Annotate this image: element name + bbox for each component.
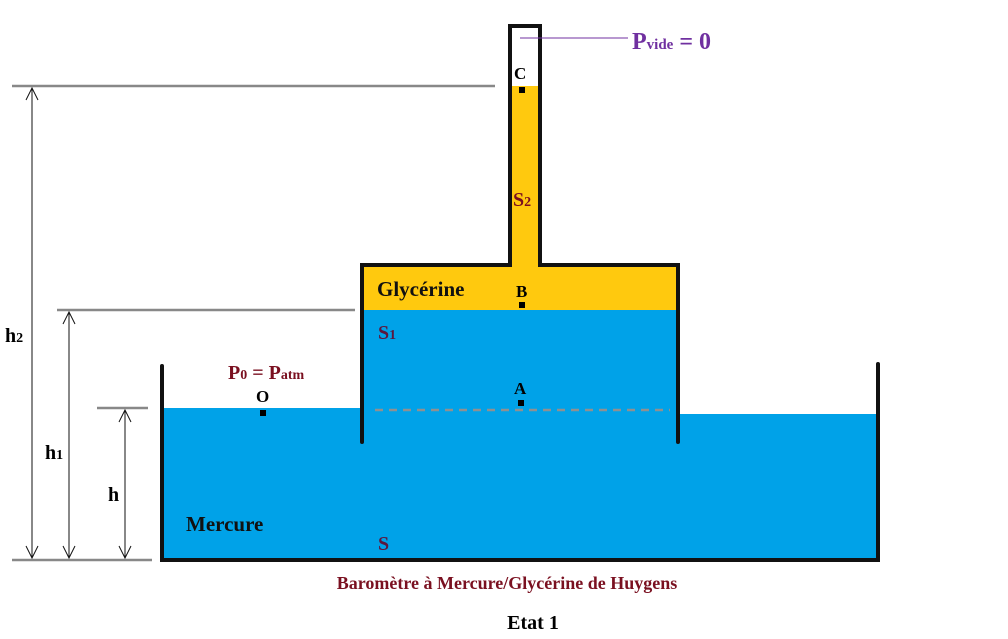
point-c-marker [519,87,525,93]
point-a-marker [518,400,524,406]
diagram-caption: Baromètre à Mercure/Glycérine de Huygens [337,573,678,593]
point-o-marker [260,410,266,416]
mercure-label: Mercure [186,512,263,536]
s1-label: S1 [378,322,396,344]
mercury-outer-right [678,414,878,560]
container-walls [160,24,880,562]
pvide-label: Pvide = 0 [632,29,711,55]
s2-label: S2 [513,189,531,211]
h1-label: h1 [45,442,63,464]
h2-label: h2 [5,325,23,347]
point-b-label: B [516,282,527,301]
state-label: Etat 1 [507,612,559,634]
point-b-marker [519,302,525,308]
p0-label: P0 = Patm [228,362,305,384]
point-a-label: A [514,379,527,398]
point-o-label: O [256,387,269,406]
mercury-outer-left [162,408,362,560]
s-label: S [378,533,389,555]
mercury-in-bell [362,310,678,560]
reference-lines [12,84,495,562]
glycerine-in-tube [510,86,540,268]
glycerine-label: Glycérine [377,277,464,301]
dimension-arrows [25,86,132,560]
h-label: h [108,484,119,506]
point-c-label: C [514,64,526,83]
